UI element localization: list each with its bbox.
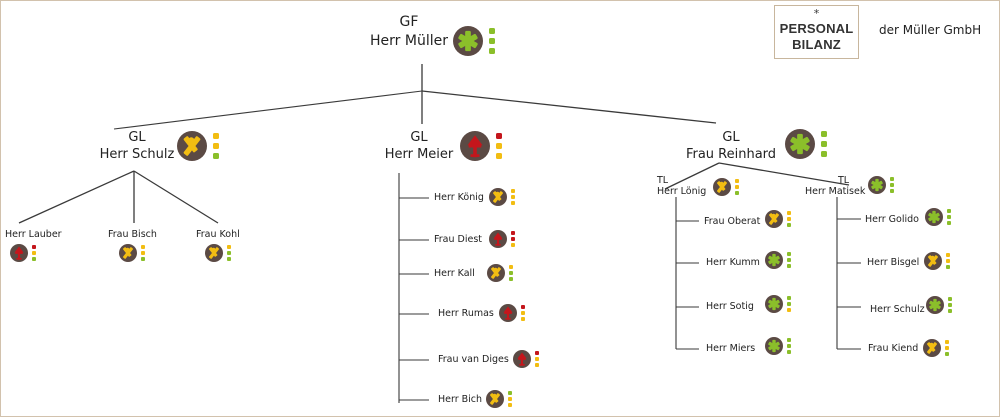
root-name: Herr Müller xyxy=(370,33,448,49)
manager-name: Frau Reinhard xyxy=(685,147,777,162)
employee-status-icon xyxy=(9,243,38,267)
teamlead-role: TL xyxy=(657,175,669,186)
employee-status-icon xyxy=(118,243,147,267)
employee-name[interactable]: Herr Bich xyxy=(438,394,483,405)
employee-status-icon xyxy=(204,243,233,267)
employee-name[interactable]: Herr Lauber xyxy=(5,229,62,240)
employee-status-icon xyxy=(923,251,952,275)
connector-line xyxy=(421,90,717,124)
connector-line xyxy=(18,170,135,224)
employee-status-icon xyxy=(498,303,527,327)
manager-status-icon xyxy=(459,130,504,166)
teamlead-role: TL xyxy=(838,175,850,186)
manager-status-icon xyxy=(784,128,829,164)
employee-name[interactable]: Herr Schulz xyxy=(870,304,925,315)
manager-name: Herr Meier xyxy=(384,147,454,162)
employee-name[interactable]: Frau Bisch xyxy=(108,229,157,240)
manager-node[interactable]: GL Frau Reinhard xyxy=(681,129,781,163)
logo-line-1: PERSONAL xyxy=(779,21,854,36)
root-node[interactable]: GF Herr Müller xyxy=(359,13,459,51)
connector-line xyxy=(133,170,219,224)
employee-name[interactable]: Herr Kumm xyxy=(706,257,760,268)
employee-status-icon xyxy=(925,295,954,319)
connector-line xyxy=(718,162,850,186)
employee-status-icon xyxy=(512,349,541,373)
employee-name[interactable]: Frau Diest xyxy=(434,234,483,245)
employee-name[interactable]: Frau Kohl xyxy=(196,229,240,240)
teamlead-node[interactable]: TL Herr Matisek xyxy=(805,175,865,197)
manager-node[interactable]: GL Herr Meier xyxy=(369,129,469,163)
employee-name[interactable]: Herr Rumas xyxy=(438,308,494,319)
logo-line-2: BILANZ xyxy=(792,37,841,52)
teamlead-name: Herr Lönig xyxy=(657,186,707,197)
company-name: der Müller GmbH xyxy=(879,23,982,37)
employee-status-icon xyxy=(764,250,793,274)
employee-name[interactable]: Herr König xyxy=(434,192,484,203)
manager-role: GL xyxy=(722,130,740,145)
employee-status-icon xyxy=(485,389,514,413)
teamlead-status-icon xyxy=(712,177,741,201)
employee-status-icon xyxy=(924,207,953,231)
logo-star-icon: * xyxy=(813,7,820,20)
employee-name[interactable]: Herr Golido xyxy=(865,214,919,225)
employee-name[interactable]: Frau Oberat xyxy=(704,216,761,227)
teamlead-name: Herr Matisek xyxy=(805,186,866,197)
employee-name[interactable]: Herr Kall xyxy=(434,268,475,279)
root-role: GF xyxy=(399,14,419,30)
employee-name[interactable]: Frau Kiend xyxy=(868,343,919,354)
teamlead-node[interactable]: TL Herr Lönig xyxy=(657,175,706,197)
employee-name[interactable]: Herr Bisgel xyxy=(867,257,920,268)
employee-status-icon xyxy=(764,209,793,233)
employee-status-icon xyxy=(488,229,517,253)
employee-name[interactable]: Frau van Diges xyxy=(438,354,509,365)
manager-name: Herr Schulz xyxy=(99,147,175,162)
connector-line xyxy=(113,90,423,130)
manager-role: GL xyxy=(128,130,146,145)
employee-status-icon xyxy=(486,263,515,287)
employee-name[interactable]: Herr Miers xyxy=(706,343,756,354)
employee-name[interactable]: Herr Sotig xyxy=(706,301,754,312)
manager-role: GL xyxy=(410,130,428,145)
employee-status-icon xyxy=(764,336,793,360)
connector-line xyxy=(664,162,720,190)
manager-node[interactable]: GL Herr Schulz xyxy=(87,129,187,163)
root-status-icon xyxy=(452,25,497,61)
teamlead-status-icon xyxy=(867,175,896,199)
employee-status-icon xyxy=(764,294,793,318)
employee-status-icon xyxy=(488,187,517,211)
personal-bilanz-logo: * PERSONAL BILANZ xyxy=(774,5,859,59)
employee-status-icon xyxy=(922,338,951,362)
manager-status-icon xyxy=(176,130,221,166)
